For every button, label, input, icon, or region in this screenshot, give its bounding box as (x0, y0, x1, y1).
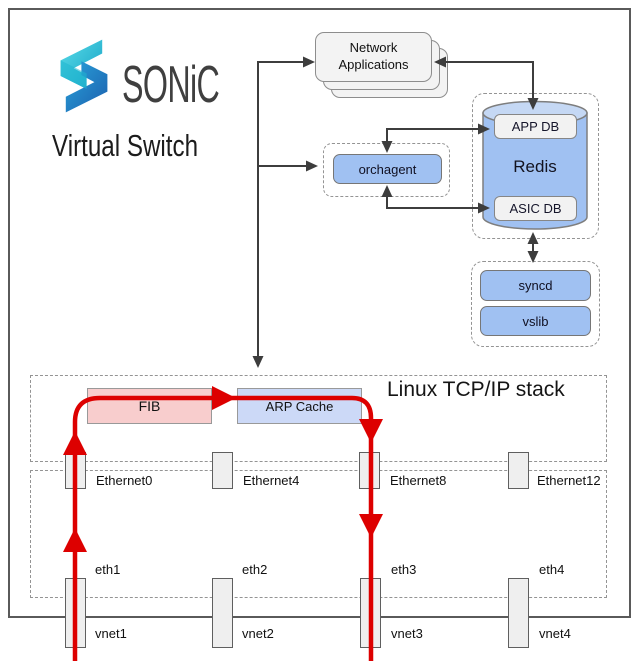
logo-lower-ribbon (65, 61, 108, 113)
redis-title: Redis (513, 157, 557, 176)
eth4-label: eth4 (539, 562, 565, 577)
network-applications-box: Network Applications (315, 32, 432, 82)
vnet3-label: vnet3 (391, 626, 423, 641)
ethernet12-port (508, 452, 529, 489)
orchagent-box: orchagent (333, 154, 442, 184)
vslib-box: vslib (480, 306, 591, 336)
vnet2-label: vnet2 (242, 626, 274, 641)
ethernet12-label: Ethernet12 (537, 473, 601, 488)
ethernet8-label: Ethernet8 (390, 473, 447, 488)
ethernet4-port (212, 452, 233, 489)
network-applications-label: Network Applications (338, 40, 409, 72)
syncd-box: syncd (480, 270, 591, 301)
sonic-logo-icon (60, 39, 108, 113)
vnet1-label: vnet1 (95, 626, 127, 641)
ethernet0-port (65, 452, 86, 489)
ethernet8-port (359, 452, 380, 489)
vnet1-port (65, 578, 86, 648)
linux-stack-title: Linux TCP/IP stack (387, 378, 565, 401)
eth2-label: eth2 (242, 562, 268, 577)
asic-db-box: ASIC DB (494, 196, 577, 221)
app-db-box: APP DB (494, 114, 577, 139)
fib-box: FIB (87, 388, 212, 424)
logo-wordmark: SONiC (122, 56, 220, 114)
vnet4-port (508, 578, 529, 648)
eth1-label: eth1 (95, 562, 121, 577)
vnet2-port (212, 578, 233, 648)
ethernet4-label: Ethernet4 (243, 473, 300, 488)
vnet4-label: vnet4 (539, 626, 571, 641)
arp-cache-box: ARP Cache (237, 388, 362, 424)
ethernet0-label: Ethernet0 (96, 473, 153, 488)
eth3-label: eth3 (391, 562, 417, 577)
logo-shade (60, 60, 87, 89)
vnet3-port (360, 578, 381, 648)
diagram-subtitle: Virtual Switch (52, 128, 199, 163)
